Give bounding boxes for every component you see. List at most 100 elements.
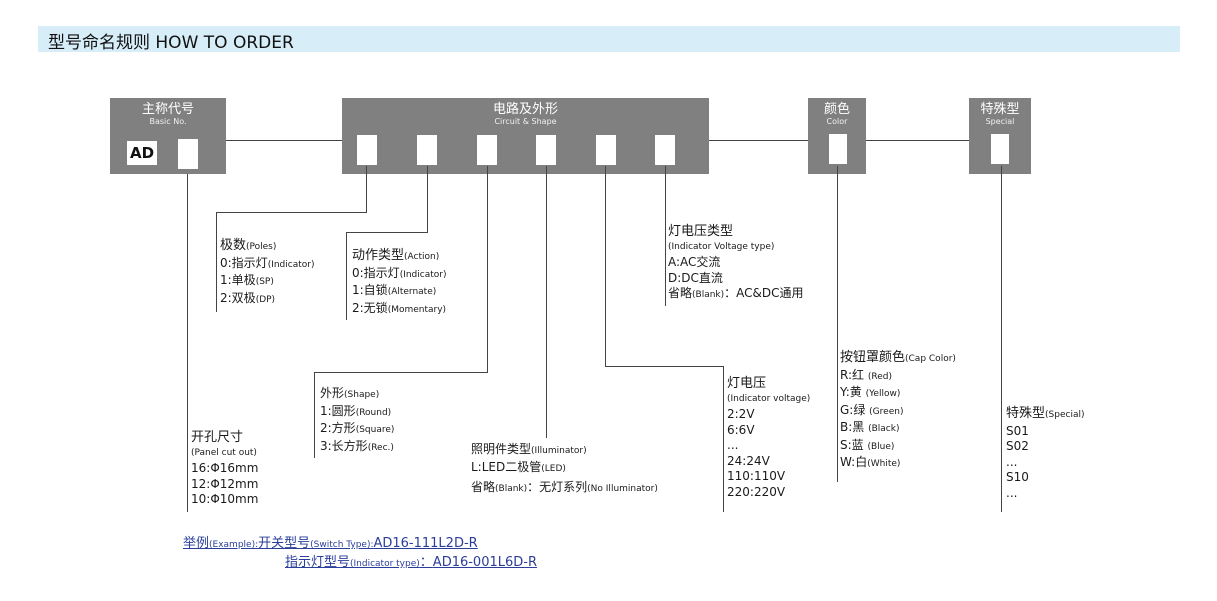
special-item: S01 (1006, 423, 1029, 438)
leader-line-action-v1 (427, 166, 428, 232)
basic-no-title: 主称代号 (141, 102, 194, 117)
action-item: 1:自锁(Alternate) (352, 283, 437, 297)
poles-title-en: (Poles) (246, 242, 277, 252)
cap-color-item: B:黑 (Black) (840, 420, 900, 434)
cap-color-title-en: (Cap Color) (905, 354, 956, 364)
leader-line-action-h (346, 232, 428, 233)
voltage-type-legend: 灯电压类型 (Indicator Voltage type) A:AC交流 D:… (668, 224, 804, 304)
poles-item: 1:单极(SP) (220, 273, 274, 287)
special-subtitle: Special (985, 117, 1015, 126)
voltage-subtitle: (Indicator voltage) (727, 393, 811, 404)
cap-color-item: G:绿 (Green) (840, 402, 904, 417)
poles-item: 2:双极(DP) (220, 290, 276, 305)
illuminator-item: L:LED二极管(LED) (471, 459, 566, 474)
poles-legend: 极数(Poles) 0:指示灯(Indicator) 1:单极(SP) 2:双极… (220, 238, 314, 308)
panel-size-slot (178, 139, 198, 169)
special-legend: 特殊型(Special) S01 S02 ... S10 ... (1006, 406, 1084, 501)
action-item: 2:无锁(Momentary) (352, 300, 447, 315)
panel-item: 10:Φ10mm (191, 492, 259, 506)
leader-line-illuminator (546, 166, 547, 438)
shape-item: 1:圆形(Round) (320, 403, 392, 418)
leader-line-panel (187, 174, 188, 512)
color-slot (829, 134, 847, 164)
voltage-item: 220:220V (727, 484, 786, 499)
shape-item: 2:方形(Square) (320, 421, 395, 435)
action-item: 0:指示灯(Indicator) (352, 265, 447, 280)
example-switch: 举例(Example):开关型号(Switch Type):AD16-111L2… (183, 536, 478, 551)
special-item: ... (1006, 454, 1018, 469)
circuit-shape-title: 电路及外形 (492, 102, 558, 117)
special-slot (991, 134, 1009, 164)
poles-item: 0:指示灯(Indicator) (220, 255, 315, 270)
voltage-slot (596, 135, 616, 165)
panel-title: 开孔尺寸 (191, 430, 244, 445)
voltage-item: ... (727, 438, 739, 452)
action-slot (417, 135, 437, 165)
panel-item: 12:Φ12mm (191, 476, 259, 491)
cap-color-item: W:白(White) (840, 455, 901, 469)
poles-slot (357, 135, 377, 165)
shape-item: 3:长方形(Rec.) (320, 438, 394, 453)
leader-line-special (1001, 166, 1002, 512)
special-legend-title: 特殊型 (1006, 406, 1046, 421)
cap-color-legend: 按钮罩颜色(Cap Color) R:红 (Red) Y:黄 (Yellow) … (840, 350, 956, 473)
example-switch-code: AD16-111L2D-R (373, 536, 478, 551)
special-title: 特殊型 (980, 102, 1020, 117)
example-indicator-code: AD16-001L6D-R (432, 555, 537, 570)
illuminator-blank: 省略(Blank)：无灯系列(No Illuminator) (471, 480, 658, 494)
voltage-legend: 灯电压 (Indicator voltage) 2:2V 6:6V ... 24… (727, 376, 810, 500)
action-title-en: (Action) (404, 252, 440, 262)
color-subtitle: Color (826, 117, 848, 126)
leader-line-voltage-type (665, 166, 666, 306)
leader-line-shape-v1 (487, 166, 488, 372)
example-indicator: 指示灯型号(Indicator type)：AD16-001L6D-R (285, 555, 537, 570)
special-item: S02 (1006, 439, 1029, 453)
section-title: 型号命名规则 HOW TO ORDER (48, 33, 294, 53)
circuit-shape-box: 电路及外形 Circuit & Shape (342, 98, 709, 174)
illuminator-title: 照明件类型 (471, 442, 532, 456)
leader-line-voltage-v1 (605, 166, 606, 366)
poles-title: 极数 (220, 238, 247, 253)
leader-line-shape-v2 (314, 372, 315, 458)
leader-line-color (837, 166, 838, 482)
voltage-item: 2:2V (727, 407, 755, 421)
cap-color-title: 按钮罩颜色 (840, 350, 906, 365)
color-title: 颜色 (823, 102, 850, 117)
voltage-type-blank: 省略(Blank)：AC&DC通用 (668, 286, 804, 300)
special-item: ... (1006, 485, 1018, 500)
leader-line-poles-h (216, 212, 367, 213)
illuminator-slot (536, 135, 556, 165)
leader-line-voltage-h (605, 366, 724, 367)
voltage-item: 6:6V (727, 422, 755, 437)
shape-slot (477, 135, 497, 165)
voltage-type-title: 灯电压类型 (668, 224, 734, 239)
special-legend-title-en: (Special) (1045, 410, 1085, 420)
voltage-type-item: A:AC交流 (668, 255, 721, 269)
illuminator-legend: 照明件类型(Illuminator) L:LED二极管(LED) 省略(Blan… (471, 442, 658, 498)
panel-legend: 开孔尺寸 (Panel cut out) 16:Φ16mm 12:Φ12mm 1… (191, 430, 258, 508)
example-label: 举例 (183, 536, 210, 551)
voltage-type-item: D:DC直流 (668, 270, 723, 285)
cap-color-item: R:红 (Red) (840, 367, 892, 382)
leader-line-poles-v2 (216, 212, 217, 312)
cap-color-item: Y:黄 (Yellow) (840, 385, 901, 399)
shape-legend: 外形(Shape) 1:圆形(Round) 2:方形(Square) 3:长方形… (320, 386, 394, 456)
circuit-shape-subtitle: Circuit & Shape (494, 117, 557, 126)
leader-line-voltage-v2 (723, 366, 724, 512)
basic-code: AD (127, 141, 157, 165)
shape-title: 外形 (320, 386, 345, 400)
action-legend: 动作类型(Action) 0:指示灯(Indicator) 1:自锁(Alter… (352, 248, 446, 318)
illuminator-title-en: (Illuminator) (531, 446, 587, 456)
voltage-type-subtitle: (Indicator Voltage type) (668, 241, 775, 252)
special-item: S10 (1006, 470, 1029, 484)
voltage-item: 24:24V (727, 453, 770, 468)
panel-subtitle: (Panel cut out) (191, 447, 257, 458)
leader-line-shape-h (314, 372, 488, 373)
voltage-title: 灯电压 (727, 376, 767, 391)
shape-title-en: (Shape) (344, 390, 380, 400)
leader-line-action-v2 (346, 232, 347, 320)
voltage-type-slot (655, 135, 675, 165)
leader-line-poles-v1 (366, 166, 367, 212)
voltage-item: 110:110V (727, 469, 786, 483)
section-header: 型号命名规则 HOW TO ORDER (38, 26, 1180, 53)
